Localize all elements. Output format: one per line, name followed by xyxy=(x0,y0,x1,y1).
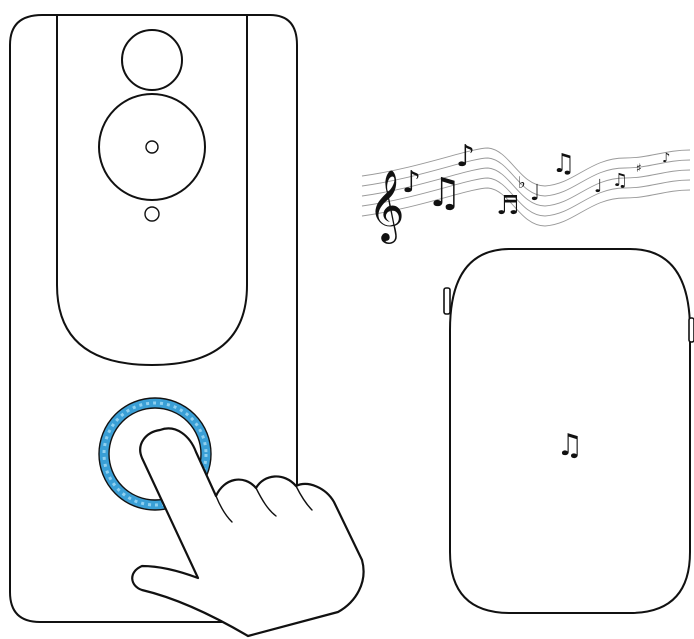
camera-panel xyxy=(56,14,248,366)
indicator-light xyxy=(144,206,160,222)
music-note-icon: ♪ xyxy=(456,139,475,174)
ring-light-glow xyxy=(102,401,208,507)
music-note-icon: ♫ xyxy=(552,149,575,179)
chime-receiver: ♫ xyxy=(443,248,694,614)
treble-clef-icon: 𝄞 xyxy=(368,168,405,244)
chime-housing xyxy=(449,248,691,614)
motion-sensor xyxy=(121,29,183,91)
camera-lens xyxy=(145,140,159,154)
music-note-icon: ♫ xyxy=(557,428,584,463)
melody-notes: 𝄞 ♪ ♫ ♪ ♬ ♭ ♩ ♫ ♩ ♫ ♯ ♪ xyxy=(361,139,691,244)
pressing-hand-icon xyxy=(131,427,365,638)
music-note-icon: ♩ xyxy=(594,176,603,197)
music-note-icon: ♯ xyxy=(636,161,642,175)
music-note-icon: ♪ xyxy=(402,165,421,200)
music-note-icon: ♫ xyxy=(426,170,462,216)
music-note-icon: ♬ xyxy=(496,191,519,221)
chime-side-button-left xyxy=(443,287,451,315)
camera-lens-ring xyxy=(98,93,206,201)
music-note-icon: ♪ xyxy=(662,151,670,166)
hand-outline xyxy=(131,427,365,638)
ring-button xyxy=(98,397,212,511)
music-note-icon: ♩ xyxy=(530,181,540,206)
music-note-icon: ♫ xyxy=(612,170,628,191)
music-staff xyxy=(361,147,691,227)
chime-side-button-right xyxy=(688,317,694,343)
music-note-icon: ♭ xyxy=(518,173,526,192)
